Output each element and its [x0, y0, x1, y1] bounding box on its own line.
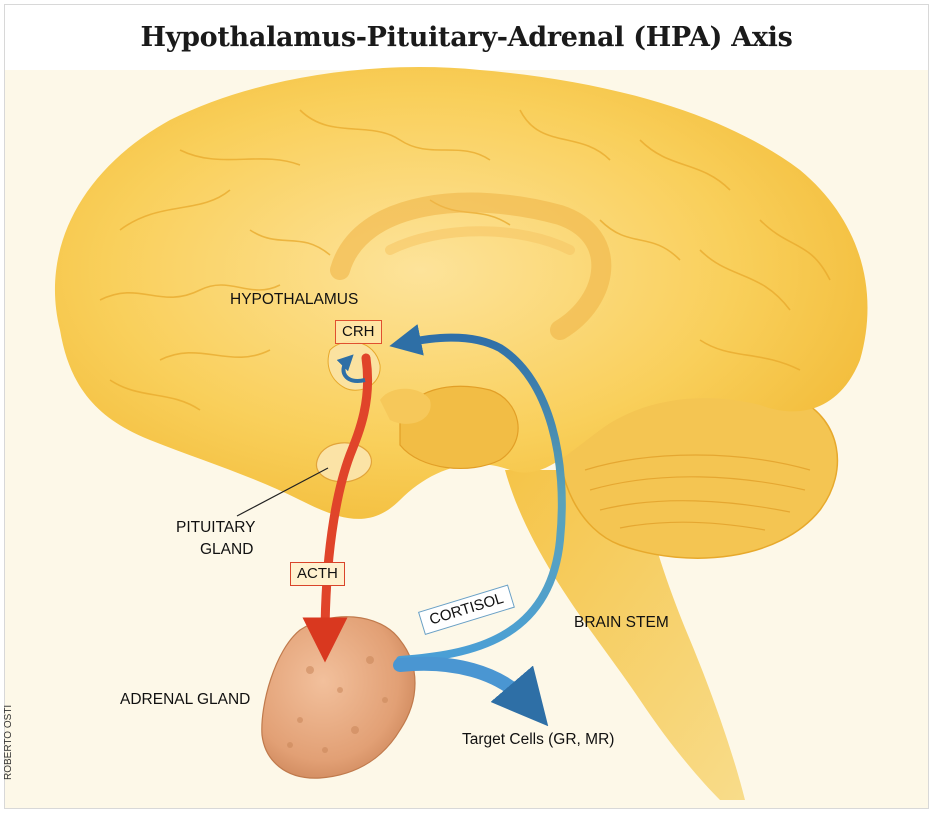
pituitary-label-line1: PITUITARY [176, 518, 256, 537]
target-cells-label: Target Cells (GR, MR) [462, 730, 614, 749]
adrenal-gland-label: ADRENAL GLAND [120, 690, 250, 709]
acth-label: ACTH [290, 562, 345, 586]
crh-label: CRH [335, 320, 382, 344]
brain-stem-label: BRAIN STEM [574, 613, 669, 632]
hypothalamus-label: HYPOTHALAMUS [230, 290, 358, 309]
illustrator-credit: ROBERTO OSTI [3, 705, 14, 780]
diagram-title: Hypothalamus-Pituitary-Adrenal (HPA) Axi… [0, 22, 933, 53]
pituitary-label-line2: GLAND [200, 540, 253, 559]
